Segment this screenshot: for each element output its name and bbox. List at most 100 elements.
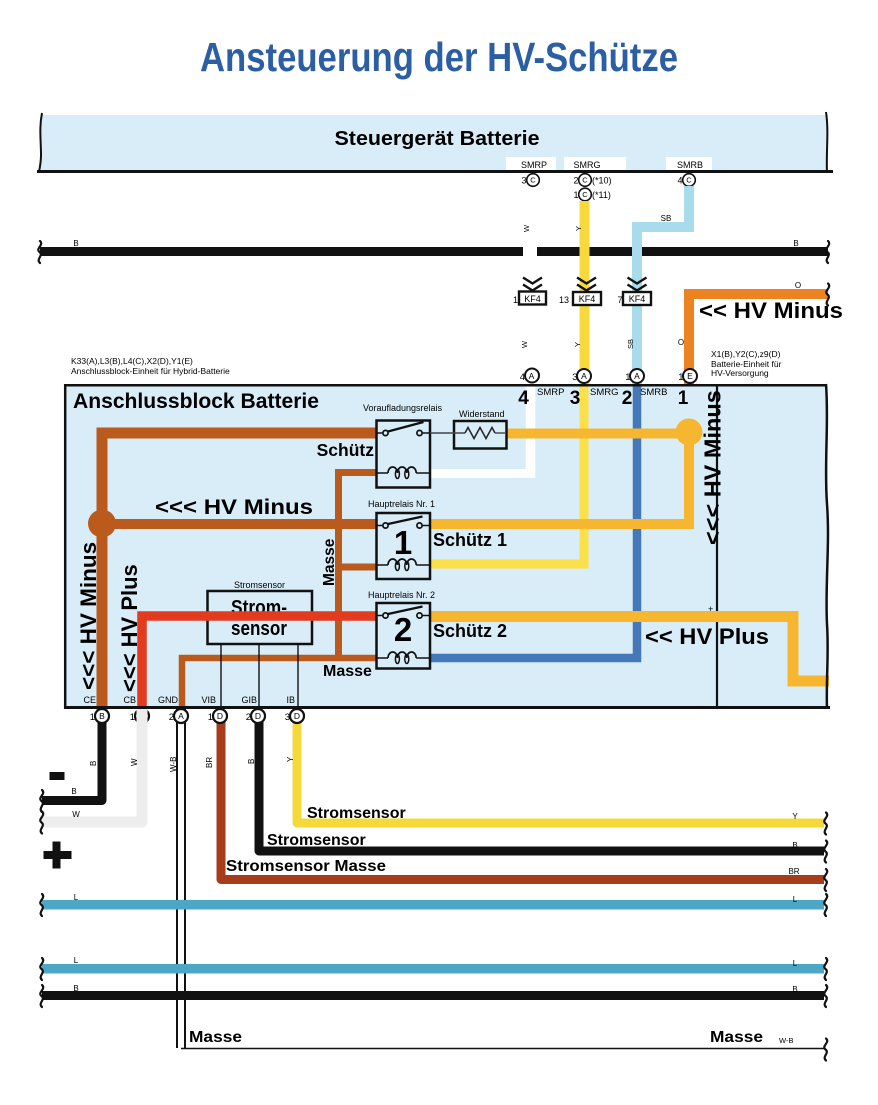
svg-text:Batterie-Einheit für: Batterie-Einheit für	[711, 359, 782, 369]
svg-text:4: 4	[677, 176, 682, 186]
svg-text:(*10): (*10)	[592, 176, 612, 186]
svg-text:B: B	[73, 239, 78, 248]
svg-text:KF4: KF4	[629, 294, 646, 304]
svg-text:2: 2	[246, 712, 251, 723]
svg-text:L: L	[793, 959, 798, 968]
svg-text:1: 1	[394, 524, 412, 561]
svg-text:Schütz 1: Schütz 1	[433, 530, 507, 550]
svg-text:O: O	[795, 281, 801, 290]
svg-text:D: D	[217, 711, 223, 721]
svg-text:3: 3	[572, 372, 577, 383]
svg-text:(*11): (*11)	[592, 190, 611, 200]
svg-text:B: B	[793, 239, 798, 248]
svg-text:L: L	[74, 956, 79, 965]
svg-text:C: C	[686, 176, 692, 185]
svg-text:SB: SB	[626, 339, 635, 349]
svg-text:Widerstand: Widerstand	[459, 409, 505, 419]
svg-text:2: 2	[394, 611, 412, 648]
svg-text:1: 1	[678, 388, 689, 409]
svg-text:B: B	[99, 711, 105, 721]
svg-text:Ansteuerung der HV-Schütze: Ansteuerung der HV-Schütze	[200, 34, 678, 80]
svg-text:KF4: KF4	[579, 294, 596, 304]
svg-text:GIB: GIB	[241, 695, 257, 705]
svg-text:3: 3	[570, 388, 581, 409]
svg-text:IB: IB	[286, 695, 295, 705]
svg-text:HV-Versorgung: HV-Versorgung	[711, 368, 769, 378]
svg-text:SMRG: SMRG	[574, 160, 601, 170]
svg-text:W: W	[130, 758, 139, 766]
svg-text:SB: SB	[661, 214, 672, 223]
svg-text:BR: BR	[205, 757, 214, 768]
svg-text:1: 1	[625, 372, 630, 383]
svg-text:2: 2	[169, 712, 174, 723]
svg-text:B: B	[247, 759, 256, 764]
svg-text:W: W	[520, 340, 529, 348]
svg-text:W: W	[72, 810, 80, 819]
svg-text:Steuergerät Batterie: Steuergerät Batterie	[335, 128, 540, 150]
svg-text:2: 2	[622, 388, 633, 409]
svg-text:E: E	[687, 371, 693, 381]
svg-text:SMRP: SMRP	[521, 160, 547, 170]
svg-text:2: 2	[573, 176, 578, 186]
svg-text:Y: Y	[574, 226, 583, 231]
svg-text:B: B	[792, 985, 797, 994]
svg-text:C: C	[582, 176, 588, 185]
svg-text:Stromsensor: Stromsensor	[234, 580, 285, 590]
svg-text:Masse: Masse	[323, 663, 372, 680]
svg-text:SMRB: SMRB	[640, 387, 667, 398]
svg-text:L: L	[74, 893, 79, 902]
svg-text:13: 13	[559, 295, 569, 305]
svg-text:7: 7	[617, 295, 622, 305]
svg-text:Masse: Masse	[189, 1029, 242, 1046]
svg-text:Y: Y	[573, 342, 582, 347]
svg-text:W: W	[522, 224, 531, 232]
svg-text:<<< HV Minus: <<< HV Minus	[155, 496, 313, 519]
svg-text:B: B	[792, 841, 797, 850]
svg-text:CE: CE	[83, 695, 96, 705]
svg-text:Y: Y	[286, 756, 295, 762]
svg-text:W-B: W-B	[169, 757, 178, 772]
svg-text:1: 1	[90, 712, 95, 723]
svg-text:Schütz: Schütz	[317, 440, 375, 460]
svg-text:L: L	[793, 895, 798, 904]
svg-text:B: B	[73, 984, 78, 993]
svg-text:Anschlussblock Batterie: Anschlussblock Batterie	[73, 390, 319, 413]
svg-text:1: 1	[573, 190, 578, 200]
svg-text:1: 1	[130, 712, 135, 723]
svg-text:C: C	[582, 190, 588, 199]
svg-text:1: 1	[678, 372, 683, 383]
svg-text:<<< HV Minus: <<< HV Minus	[76, 542, 101, 690]
svg-text:<<< HV Minus: <<< HV Minus	[700, 390, 726, 545]
svg-text:O: O	[678, 338, 684, 347]
svg-text:B: B	[89, 761, 98, 766]
svg-text:KF4: KF4	[524, 294, 541, 304]
svg-text:CB: CB	[123, 695, 136, 705]
svg-text:4: 4	[520, 372, 525, 383]
svg-text:3: 3	[521, 176, 526, 186]
svg-text:A: A	[178, 711, 184, 721]
svg-text:D: D	[255, 711, 261, 721]
svg-text:BR: BR	[788, 867, 799, 876]
svg-text:Voraufladungsrelais: Voraufladungsrelais	[363, 403, 443, 413]
svg-text:Y: Y	[792, 812, 798, 821]
svg-text:D: D	[294, 711, 300, 721]
svg-text:Hauptrelais Nr. 2: Hauptrelais Nr. 2	[368, 590, 435, 600]
svg-text:<< HV Plus: << HV Plus	[645, 624, 769, 649]
svg-text:Stromsensor Masse: Stromsensor Masse	[226, 858, 386, 875]
svg-text:Anschlussblock-Einheit für Hyb: Anschlussblock-Einheit für Hybrid-Batter…	[71, 366, 230, 376]
svg-text:+: +	[708, 604, 713, 614]
svg-text:W-B: W-B	[779, 1036, 793, 1045]
svg-text:A: A	[581, 371, 587, 381]
svg-text:sensor: sensor	[231, 618, 287, 640]
svg-text:<< HV Minus: << HV Minus	[699, 298, 843, 323]
svg-text:1: 1	[208, 712, 213, 723]
svg-text:Masse: Masse	[710, 1029, 763, 1046]
svg-text:SMRB: SMRB	[677, 160, 703, 170]
svg-text:Stromsensor: Stromsensor	[267, 832, 366, 849]
svg-text:SMRP: SMRP	[537, 387, 564, 398]
svg-text:A: A	[529, 371, 535, 381]
svg-text:SMRG: SMRG	[590, 387, 619, 398]
svg-text:A: A	[634, 371, 640, 381]
svg-text:VIB: VIB	[201, 695, 216, 705]
svg-text:K33(A),L3(B),L4(C),X2(D),Y1(E): K33(A),L3(B),L4(C),X2(D),Y1(E)	[71, 356, 193, 366]
